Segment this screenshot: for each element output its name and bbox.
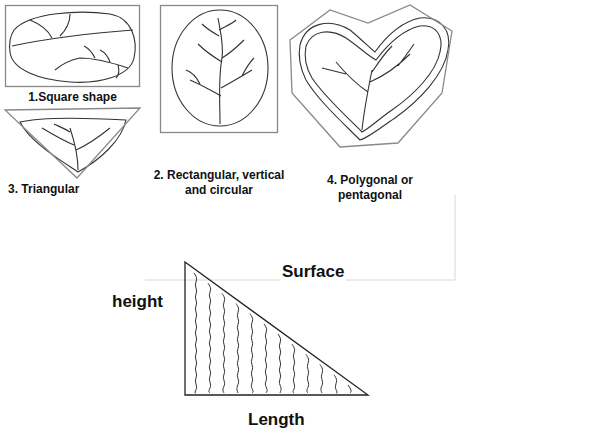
- outline-polygon: [5, 108, 140, 178]
- outline-rect: [161, 6, 278, 133]
- basin-polygonal: [299, 18, 449, 140]
- runoff-line: [320, 365, 323, 393]
- square-basin: 1.Square shape: [5, 5, 140, 87]
- height-label: height: [110, 292, 165, 312]
- runoff-line: [236, 304, 239, 393]
- triangular-basin: 3. Triangular: [5, 108, 140, 178]
- slope-triangle: [185, 262, 368, 395]
- runoff-lines: [194, 273, 351, 393]
- basin-outline: [160, 5, 278, 133]
- basin-outline: [5, 5, 140, 87]
- basin-square: [10, 12, 136, 82]
- surface-label: Surface: [280, 262, 346, 282]
- runoff-line: [278, 334, 281, 393]
- outline-rect: [6, 6, 140, 87]
- shape-label: 4. Polygonal or pentagonal: [295, 173, 445, 203]
- runoff-line: [194, 273, 197, 393]
- basin-circular: [172, 10, 268, 126]
- runoff-line: [222, 293, 225, 393]
- basin-outline: [290, 5, 450, 145]
- runoff-line: [208, 283, 211, 393]
- rectangular-basin: 2. Rectangular, vertical and circular: [160, 5, 278, 133]
- runoff-line: [348, 385, 351, 393]
- shape-label: 3. Triangular: [8, 182, 138, 197]
- runoff-line: [292, 344, 295, 393]
- length-label: Length: [246, 410, 307, 430]
- shape-label: 2. Rectangular, vertical and circular: [144, 168, 294, 198]
- runoff-line: [250, 314, 253, 393]
- runoff-line: [306, 354, 309, 393]
- basin-triangular: [20, 118, 126, 172]
- runoff-line: [334, 375, 337, 393]
- basin-outline: [5, 108, 140, 178]
- shape-label: 1.Square shape: [5, 90, 140, 105]
- runoff-line: [264, 324, 267, 393]
- polygonal-basin: 4. Polygonal or pentagonal: [290, 5, 450, 145]
- outline-polygon: [290, 5, 452, 147]
